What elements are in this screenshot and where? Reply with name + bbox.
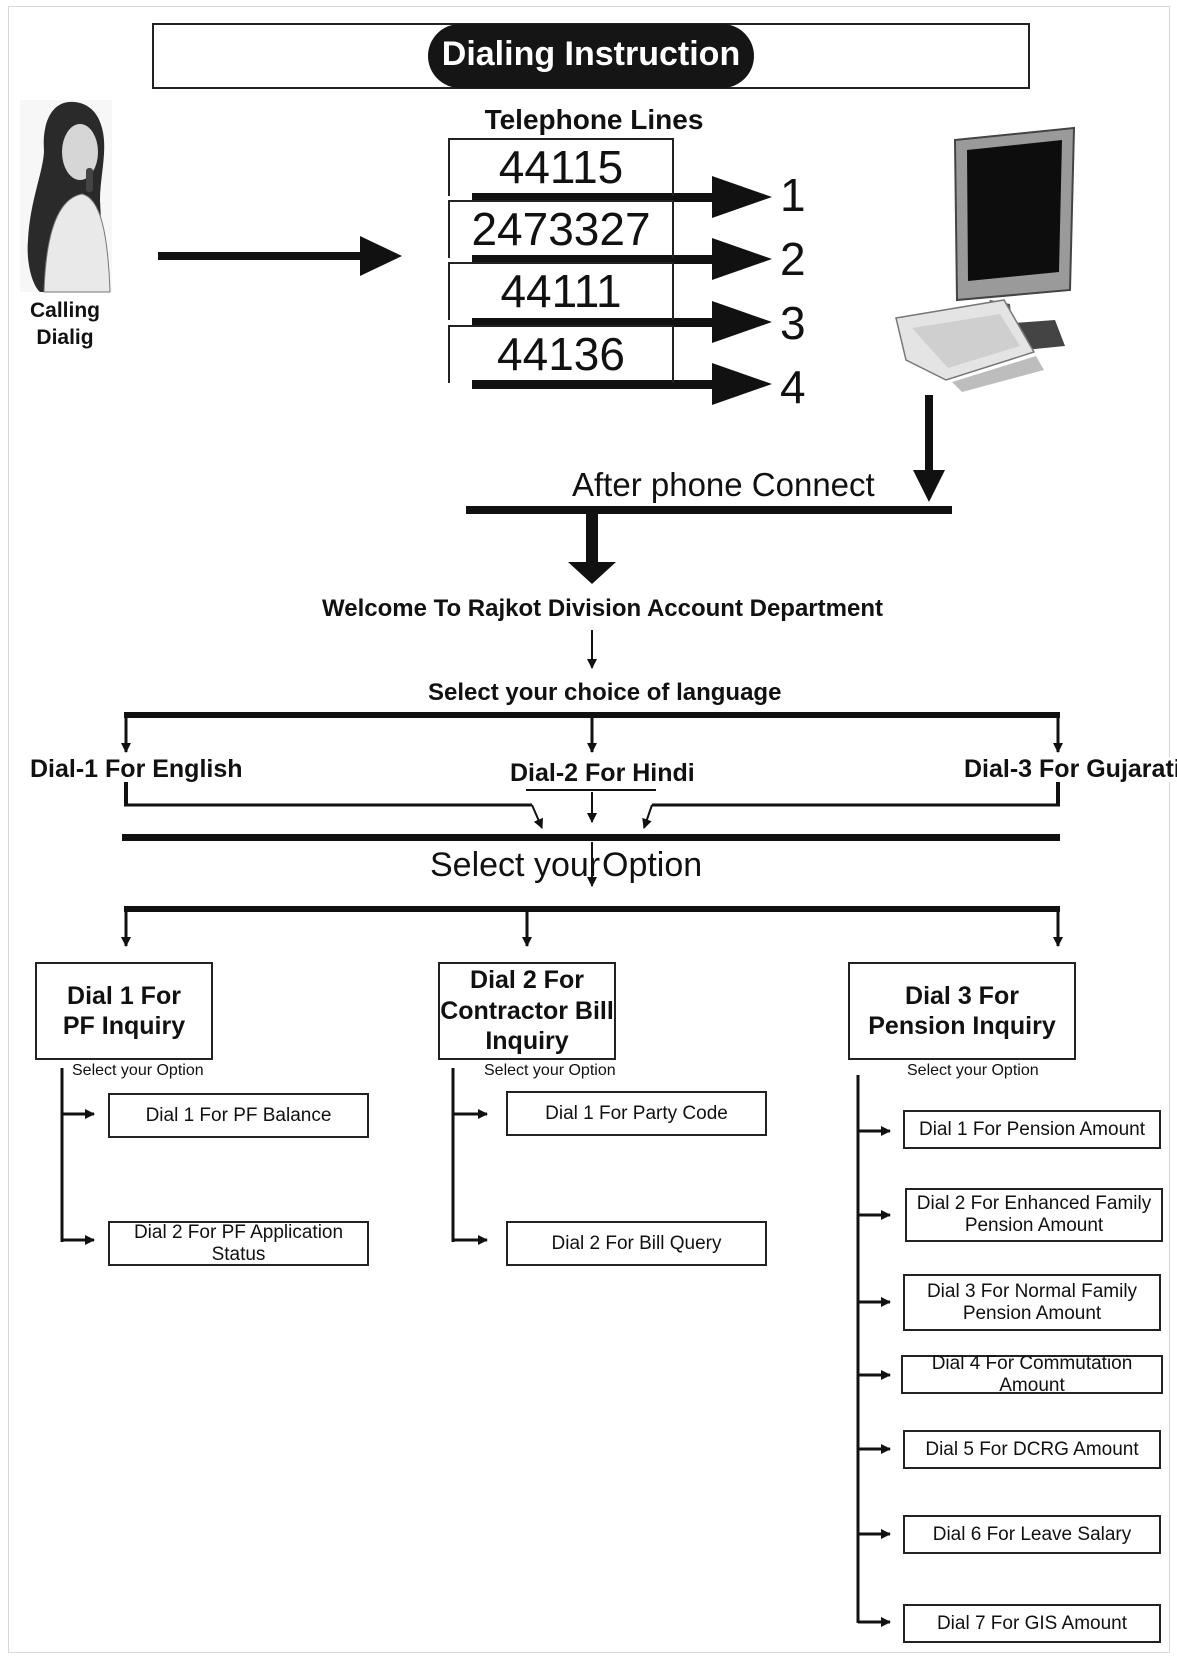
phone-number: 44136 [497,328,625,380]
option-label: Dial 7 For GIS Amount [936,1612,1128,1634]
option-pf-application-status: Dial 2 For PF Application Status [108,1221,369,1266]
menu-title-line: Contractor Bill [440,996,614,1025]
pf-tree [60,1068,95,1245]
welcome-message: Welcome To Rajkot Division Account Depar… [322,595,883,622]
menu-title-line: Dial 1 For [67,981,181,1010]
option-pension-amount: Dial 1 For Pension Amount [903,1110,1161,1149]
pension-select-option-label: Select your Option [907,1062,1039,1079]
language-english: Dial-1 For English [30,755,243,783]
select-option-left: Select your [430,846,601,884]
option-bar [122,834,1060,841]
computer-illustration [895,126,1076,392]
option-dcrg-amount: Dial 5 For DCRG Amount [903,1430,1161,1469]
line-index-3: 3 [780,297,806,349]
option-commutation-amount: Dial 4 For Commutation Amount [901,1352,1163,1396]
connect-bar [466,506,952,514]
option-label: Dial 2 For Enhanced Family [916,1193,1152,1215]
menu-branches [121,906,1063,947]
telephone-line-2: 2473327 [448,200,674,258]
menu-title-line: PF Inquiry [62,1012,186,1040]
select-option-right: Option [602,846,703,884]
phone-number: 44115 [498,141,624,193]
menu-pf-inquiry: Dial 1 For PF Inquiry [35,962,213,1060]
phone-number: 2473327 [471,203,651,255]
menu-title-line: Dial 2 For [470,966,584,995]
telephone-line-1: 44115 [448,138,674,196]
menu-contractor-bill-inquiry: Dial 2 For Contractor Bill Inquiry [438,962,616,1060]
option-bill-query: Dial 2 For Bill Query [506,1221,767,1266]
connect-down-arrow [568,514,616,584]
line-index-2: 2 [780,233,806,285]
option-leave-salary: Dial 6 For Leave Salary [903,1515,1161,1554]
line-index-1: 1 [780,169,806,221]
caller-illustration [20,100,112,293]
line-arrows [472,176,772,405]
option-party-code: Dial 1 For Party Code [506,1091,767,1136]
caller-label-line1: Calling [29,299,100,322]
option-gis-amount: Dial 7 For GIS Amount [903,1604,1161,1643]
phone-number: 44111 [500,265,622,317]
telephone-line-4: 44136 [448,325,674,383]
menu-title-line: Pension Inquiry [868,1012,1056,1040]
line-index-4: 4 [780,361,806,413]
language-hindi: Dial-2 For Hindi [510,759,695,787]
caller-arrow [158,236,402,276]
pf-select-option-label: Select your Option [72,1062,204,1079]
pension-tree [856,1075,891,1627]
option-label: Pension Amount [964,1215,1104,1236]
option-label: Dial 1 For PF Balance [145,1104,332,1126]
menu-title-line: Inquiry [485,1027,569,1056]
telephone-lines-heading: Telephone Lines [484,104,704,135]
option-label: Pension Amount [962,1302,1102,1324]
option-label: Dial 3 For Normal Family [926,1280,1138,1302]
option-label: Dial 1 For Pension Amount [918,1118,1145,1140]
option-label: Dial 4 For Commutation Amount [931,1352,1133,1396]
menu-title-line: Dial 3 For [905,981,1019,1010]
page-title: Dialing Instruction [441,35,741,73]
header-pill [428,24,754,88]
telephone-line-3: 44111 [448,262,674,320]
select-language-label: Select your choice of language [428,679,782,706]
menu-pension-inquiry: Dial 3 For Pension Inquiry [848,962,1076,1060]
option-label: Dial 6 For Leave Salary [932,1523,1132,1545]
option-label: Dial 5 For DCRG Amount [925,1438,1139,1460]
page-border [8,6,1170,1653]
caller-label-line2: Dialig [36,326,94,349]
language-branches [121,712,1063,829]
contractor-select-option-label: Select your Option [484,1062,616,1079]
option-label: Dial 2 For Bill Query [551,1232,722,1254]
language-gujarati: Dial-3 For Gujarati [964,757,1177,782]
option-enhanced-family-pension: Dial 2 For Enhanced Family Pension Amoun… [905,1188,1163,1242]
contractor-tree [451,1068,488,1245]
option-normal-family-pension: Dial 3 For Normal Family Pension Amount [903,1274,1161,1331]
option-pf-balance: Dial 1 For PF Balance [108,1093,369,1138]
option-label: Dial 2 For PF Application Status [133,1221,344,1265]
computer-down-arrow [913,395,945,502]
option-label: Dial 1 For Party Code [545,1102,728,1124]
after-connect-label: After phone Connect [572,466,875,503]
